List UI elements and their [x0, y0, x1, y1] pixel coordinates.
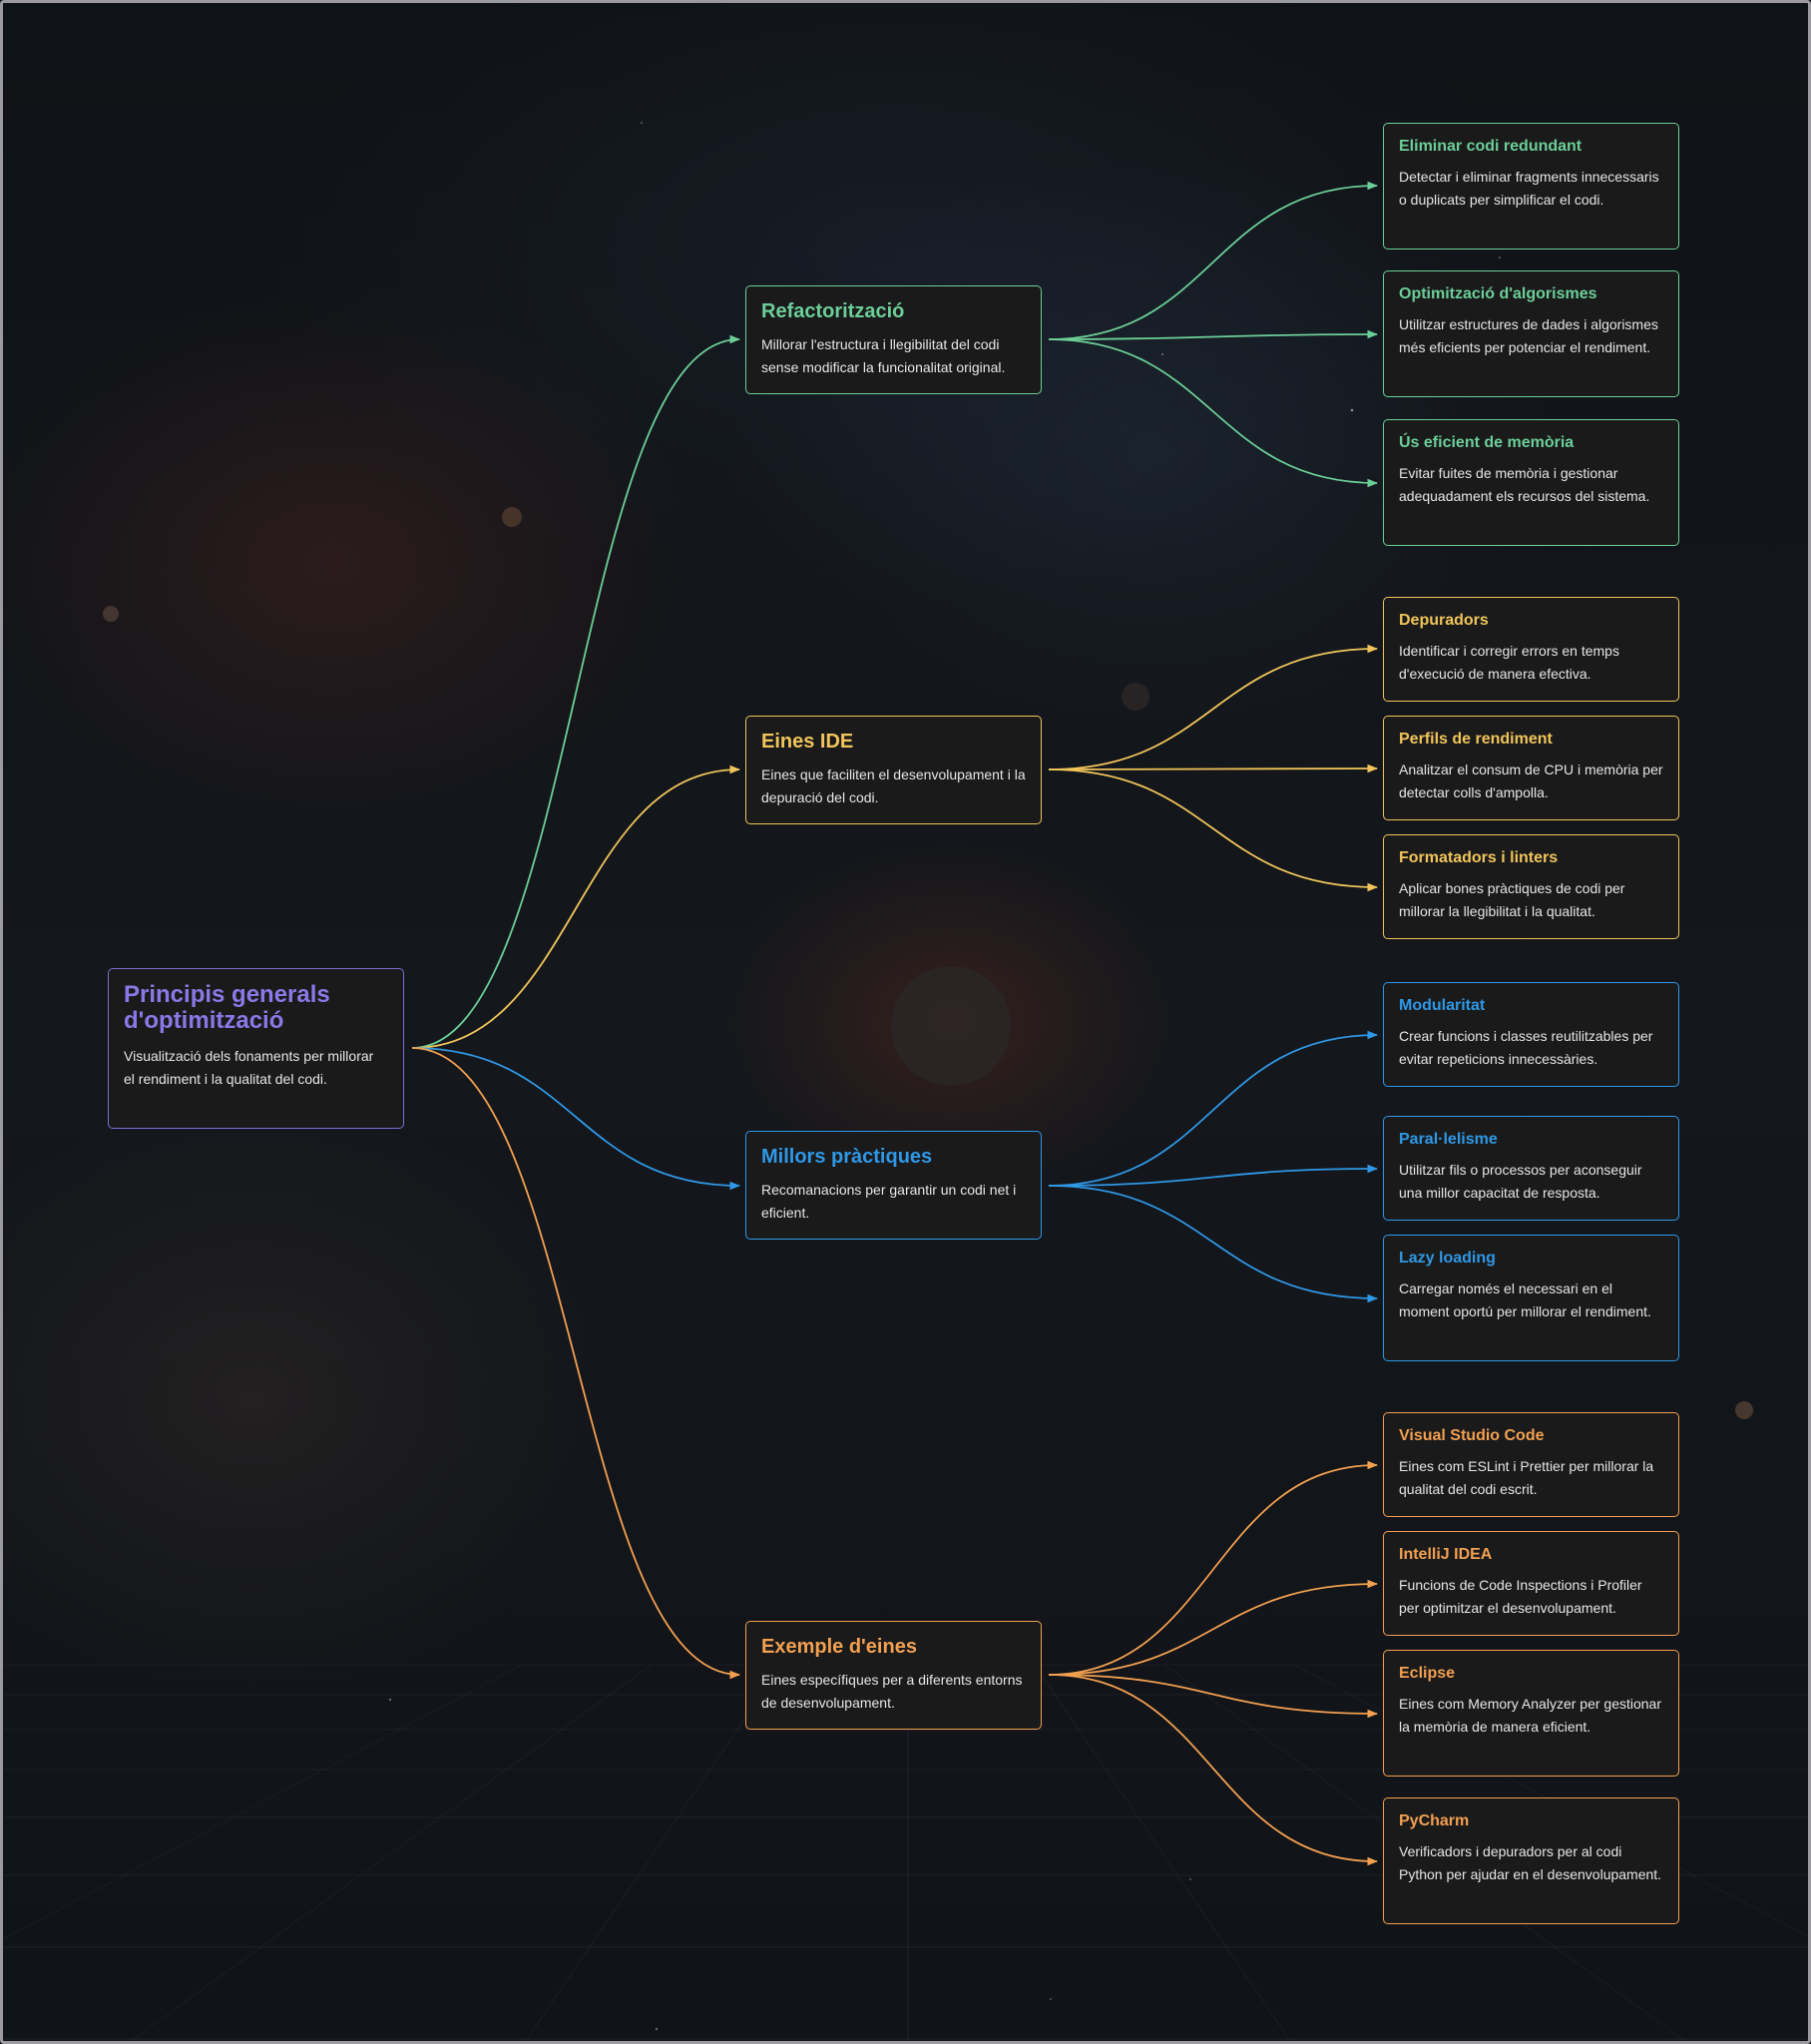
- leaf-description: Evitar fuites de memòria i gestionar ade…: [1399, 465, 1650, 504]
- leaf-description: Identificar i corregir errors en temps d…: [1399, 643, 1619, 682]
- leaf-node-intellij-idea[interactable]: IntelliJ IDEA Funcions de Code Inspectio…: [1383, 1531, 1679, 1636]
- branch-node-eines-ide[interactable]: Eines IDE Eines que faciliten el desenvo…: [745, 716, 1042, 824]
- branch-description: Recomanacions per garantir un codi net i…: [761, 1182, 1017, 1221]
- leaf-title: IntelliJ IDEA: [1399, 1546, 1493, 1563]
- leaf-node-optimitzacio-algorismes[interactable]: Optimització d'algorismes Utilitzar estr…: [1383, 270, 1679, 397]
- root-to-branch-connector: [411, 765, 741, 1049]
- leaf-title: Depuradors: [1399, 612, 1489, 629]
- branch-node-refactoritzacio[interactable]: Refactorització Millorar l'estructura i …: [745, 285, 1042, 394]
- leaf-description: Analitzar el consum de CPU i memòria per…: [1399, 762, 1663, 800]
- branch-to-leaf-connector: [1048, 181, 1379, 340]
- leaf-description: Carregar només el necessari en el moment…: [1399, 1280, 1651, 1319]
- leaf-node-eliminar-codi-redundant[interactable]: Eliminar codi redundant Detectar i elimi…: [1383, 123, 1679, 250]
- root-to-branch-connector: [411, 1047, 741, 1680]
- leaf-description: Eines com ESLint i Prettier per millorar…: [1399, 1458, 1654, 1497]
- leaf-description: Verificadors i depuradors per al codi Py…: [1399, 1843, 1662, 1882]
- leaf-description: Detectar i eliminar fragments innecessar…: [1399, 169, 1659, 208]
- branch-to-leaf-connector: [1048, 1674, 1379, 1719]
- branch-to-leaf-connector: [1048, 768, 1379, 892]
- branch-title: Millors pràctiques: [761, 1146, 933, 1168]
- branch-to-leaf-connector: [1048, 1185, 1379, 1303]
- leaf-node-lazy-loading[interactable]: Lazy loading Carregar només el necessari…: [1383, 1235, 1679, 1361]
- branch-title: Eines IDE: [761, 731, 854, 753]
- branch-to-leaf-connector: [1048, 1164, 1379, 1187]
- leaf-title: Ús eficient de memòria: [1399, 434, 1575, 451]
- leaf-title: PyCharm: [1399, 1812, 1470, 1829]
- root-description: Visualització dels fonaments per millora…: [124, 1048, 374, 1087]
- leaf-description: Funcions de Code Inspections i Profiler …: [1399, 1577, 1642, 1616]
- root-title: Principis generals d'optimització: [124, 981, 330, 1034]
- leaf-title: Lazy loading: [1399, 1250, 1496, 1267]
- branch-to-leaf-connector: [1048, 338, 1379, 488]
- leaf-description: Utilitzar estructures de dades i algoris…: [1399, 316, 1658, 355]
- leaf-node-modularitat[interactable]: Modularitat Crear funcions i classes reu…: [1383, 982, 1679, 1087]
- leaf-title: Modularitat: [1399, 997, 1486, 1014]
- root-to-branch-connector: [411, 1047, 741, 1191]
- leaf-description: Aplicar bones pràctiques de codi per mil…: [1399, 880, 1625, 919]
- branch-node-exemple-eines[interactable]: Exemple d'eines Eines específiques per a…: [745, 1621, 1042, 1730]
- branch-to-leaf-connector: [1048, 644, 1379, 770]
- branch-to-leaf-connector: [1048, 764, 1379, 773]
- leaf-description: Crear funcions i classes reutilitzables …: [1399, 1028, 1653, 1067]
- branch-title: Exemple d'eines: [761, 1636, 917, 1658]
- branch-node-millors-practiques[interactable]: Millors pràctiques Recomanacions per gar…: [745, 1131, 1042, 1240]
- branch-to-leaf-connector: [1048, 1460, 1379, 1676]
- leaf-node-formatadors-linters[interactable]: Formatadors i linters Aplicar bones pràc…: [1383, 834, 1679, 939]
- leaf-description: Eines com Memory Analyzer per gestionar …: [1399, 1696, 1661, 1735]
- branch-to-leaf-connector: [1048, 329, 1379, 340]
- branch-description: Eines específiques per a diferents entor…: [761, 1672, 1023, 1711]
- leaf-title: Perfils de rendiment: [1399, 731, 1553, 748]
- root-to-branch-connector: [411, 334, 741, 1049]
- branch-to-leaf-connector: [1048, 1674, 1379, 1866]
- leaf-node-eclipse[interactable]: Eclipse Eines com Memory Analyzer per ge…: [1383, 1650, 1679, 1777]
- branch-to-leaf-connector: [1048, 1579, 1379, 1676]
- leaf-title: Paral·lelisme: [1399, 1131, 1498, 1148]
- branch-to-leaf-connector: [1048, 1030, 1379, 1187]
- leaf-node-depuradors[interactable]: Depuradors Identificar i corregir errors…: [1383, 597, 1679, 702]
- leaf-title: Eliminar codi redundant: [1399, 138, 1583, 155]
- leaf-node-parallelisme[interactable]: Paral·lelisme Utilitzar fils o processos…: [1383, 1116, 1679, 1221]
- root-node[interactable]: Principis generals d'optimització Visual…: [108, 968, 404, 1129]
- leaf-title: Optimització d'algorismes: [1399, 285, 1597, 302]
- leaf-description: Utilitzar fils o processos per aconsegui…: [1399, 1162, 1642, 1201]
- leaf-title: Eclipse: [1399, 1665, 1456, 1682]
- branch-title: Refactorització: [761, 300, 905, 322]
- branch-description: Eines que faciliten el desenvolupament i…: [761, 766, 1026, 805]
- connector-layer: [411, 181, 1379, 1866]
- leaf-node-us-eficient-memoria[interactable]: Ús eficient de memòria Evitar fuites de …: [1383, 419, 1679, 546]
- leaf-title: Visual Studio Code: [1399, 1427, 1545, 1444]
- leaf-title: Formatadors i linters: [1399, 849, 1559, 866]
- nebula-glow: [103, 507, 1753, 1419]
- leaf-node-pycharm[interactable]: PyCharm Verificadors i depuradors per al…: [1383, 1797, 1679, 1924]
- leaf-node-perfils-rendiment[interactable]: Perfils de rendiment Analitzar el consum…: [1383, 716, 1679, 820]
- branch-description: Millorar l'estructura i llegibilitat del…: [761, 336, 1006, 375]
- leaf-node-visual-studio-code[interactable]: Visual Studio Code Eines com ESLint i Pr…: [1383, 1412, 1679, 1517]
